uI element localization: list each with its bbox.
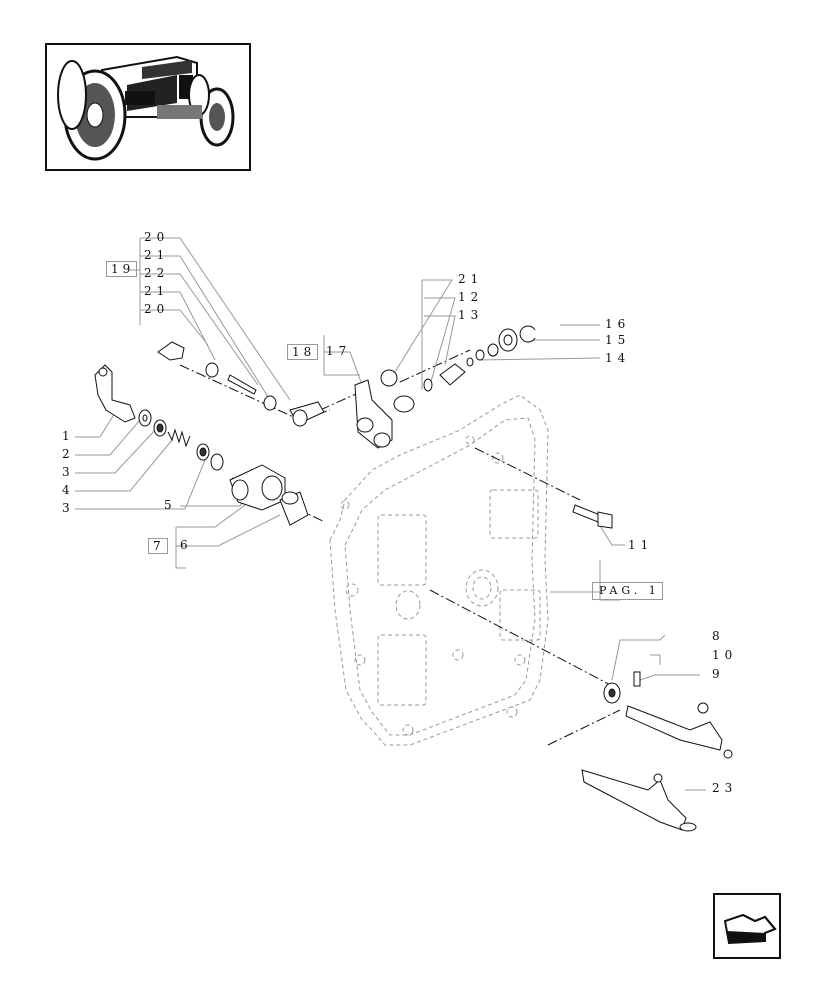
part-5-bushing [229,464,286,511]
callout-2: 2 [62,447,75,461]
page-reference: PAG. 1 [592,582,663,600]
previous-page-button[interactable] [713,893,781,959]
callout-4: 4 [62,483,75,497]
callout-8: 8 [712,629,725,643]
callout-10: 10 [712,648,738,662]
callout-22: 22 [144,266,170,280]
part-10-pin [633,671,641,687]
callout-16: 16 [605,317,631,331]
callout-14: 14 [605,351,631,365]
part-1-lever [94,364,136,423]
part-17-lever-arm [354,369,415,449]
callout-6: 6 [180,538,193,552]
callout-5: 5 [164,498,177,512]
gearbox-housing [329,394,549,746]
callout-9: 9 [712,667,725,681]
callout-7: 7 [148,538,168,554]
part-4-spring [167,428,191,448]
callout-21: 21 [144,284,170,298]
part-9-shaft [625,705,723,751]
callout-11: 11 [628,538,654,552]
part-16-clip [519,325,536,343]
part-20-pin [157,341,185,361]
callout-3: 3 [62,501,75,515]
callout-13: 13 [458,308,484,322]
callout-21: 21 [458,272,484,286]
callout-23: 23 [712,781,738,795]
callout-1: 1 [62,429,75,443]
callout-20: 20 [144,302,170,316]
part-6-sleeve [279,491,309,526]
callout-17: 17 [326,344,352,358]
callout-21: 21 [144,248,170,262]
part-13-screw [439,363,466,386]
callout-12: 12 [458,290,484,304]
callout-19: 19 [106,261,138,277]
part-23-shaft [581,769,687,831]
tractor-thumbnail [45,43,251,171]
callout-20: 20 [144,230,170,244]
callout-18: 18 [287,344,319,360]
callout-3: 3 [62,465,75,479]
previous-page-arrow-icon [723,913,777,945]
part-11-bolt [572,504,613,529]
part-22-rod [227,374,257,395]
callout-15: 15 [605,333,631,347]
tractor-icon [57,55,235,161]
